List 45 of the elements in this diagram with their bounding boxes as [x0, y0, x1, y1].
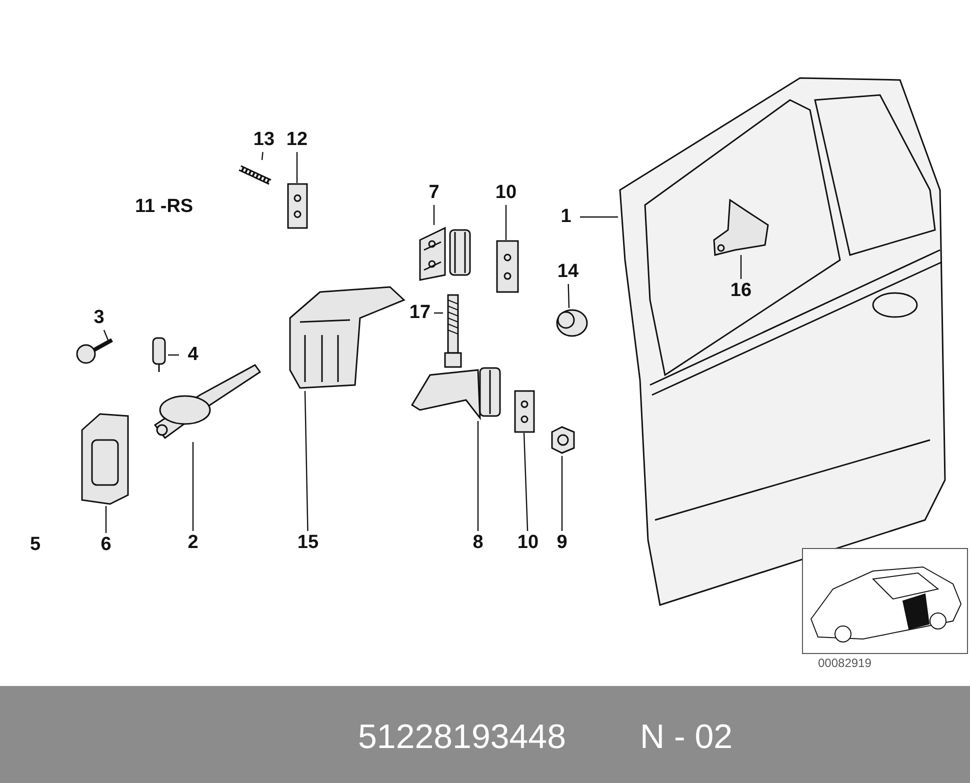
callout-number: 8 [464, 531, 492, 555]
leader-line [304, 390, 308, 532]
plate-drawing [514, 390, 535, 433]
leader-line [568, 284, 570, 308]
leader-line [523, 432, 528, 532]
callout-number: 5 [30, 534, 41, 556]
callout-number: 17 [406, 301, 434, 325]
leader-line [296, 152, 298, 183]
part-number-text: 51228193448 [358, 718, 566, 757]
callout-number: 2 [179, 531, 207, 555]
callout-number: 12 [283, 128, 311, 152]
leader-line [580, 216, 618, 218]
callout-number: 6 [92, 533, 120, 557]
callout-number: 1 [552, 205, 580, 229]
callout-number: 14 [554, 260, 582, 284]
bushing-drawing [555, 308, 589, 339]
callout-number: 13 [250, 128, 278, 152]
leader-line [477, 421, 479, 531]
hinge-drawing [418, 225, 474, 281]
callout-number: 9 [548, 531, 576, 555]
callout-number: 16 [727, 279, 755, 303]
leader-line [561, 456, 563, 531]
bolt-drawing [443, 293, 463, 369]
plate-drawing [496, 240, 519, 293]
leader-line [261, 152, 264, 160]
leader-line [192, 442, 194, 531]
callout-number: 11 -RS [135, 196, 194, 218]
callout-number: 10 [514, 531, 542, 555]
part-number-text: N - 02 [640, 718, 733, 757]
callout-number: 7 [420, 181, 448, 205]
plate-drawing [287, 183, 308, 229]
leader-line [103, 330, 109, 340]
clip-drawing [712, 198, 772, 255]
callout-number: 15 [294, 531, 322, 555]
leader-line [433, 205, 435, 225]
leader-line [505, 205, 507, 240]
leader-line [105, 506, 107, 533]
drawing-number: 00082919 [818, 656, 872, 670]
callout-number: 10 [492, 181, 520, 205]
leader-line [434, 312, 443, 314]
leader-line [168, 354, 179, 356]
pin-drawing [150, 335, 168, 373]
callout-number: 3 [85, 306, 113, 330]
callout-number: 4 [179, 343, 207, 367]
leader-line [740, 255, 742, 279]
